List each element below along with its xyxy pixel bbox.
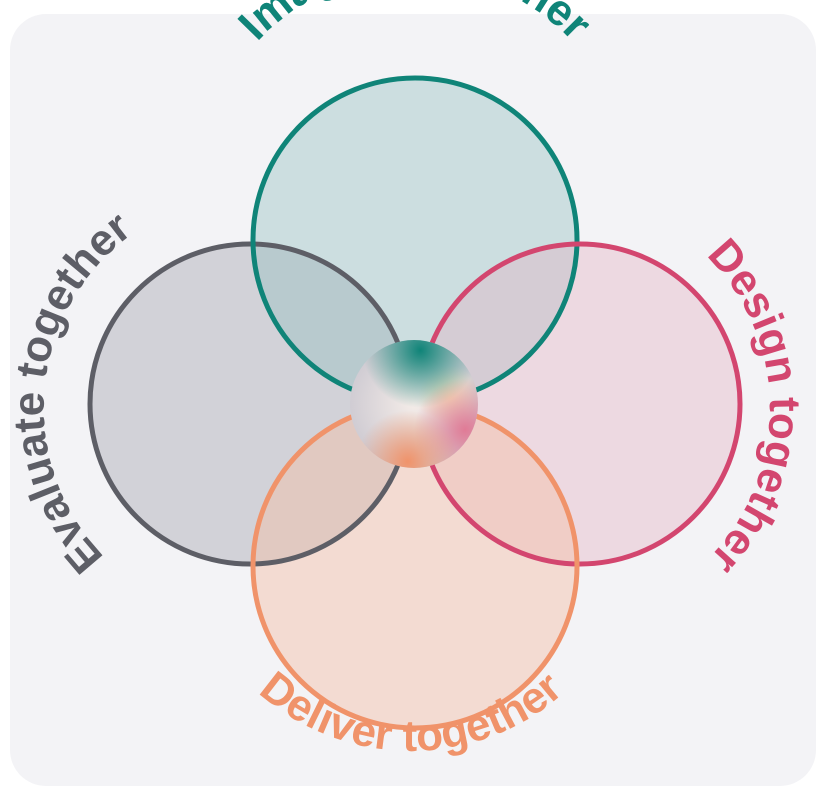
design-circle-fill — [420, 244, 740, 564]
evaluate-circle-fill — [90, 244, 410, 564]
circle-fills — [90, 78, 740, 728]
center-orb — [350, 340, 478, 468]
deliver-circle-fill — [253, 404, 577, 728]
imagine-label: Imagine together — [229, 0, 601, 49]
imagine-label-text: Imagine together — [229, 0, 601, 49]
imagine-circle-fill — [253, 78, 577, 402]
